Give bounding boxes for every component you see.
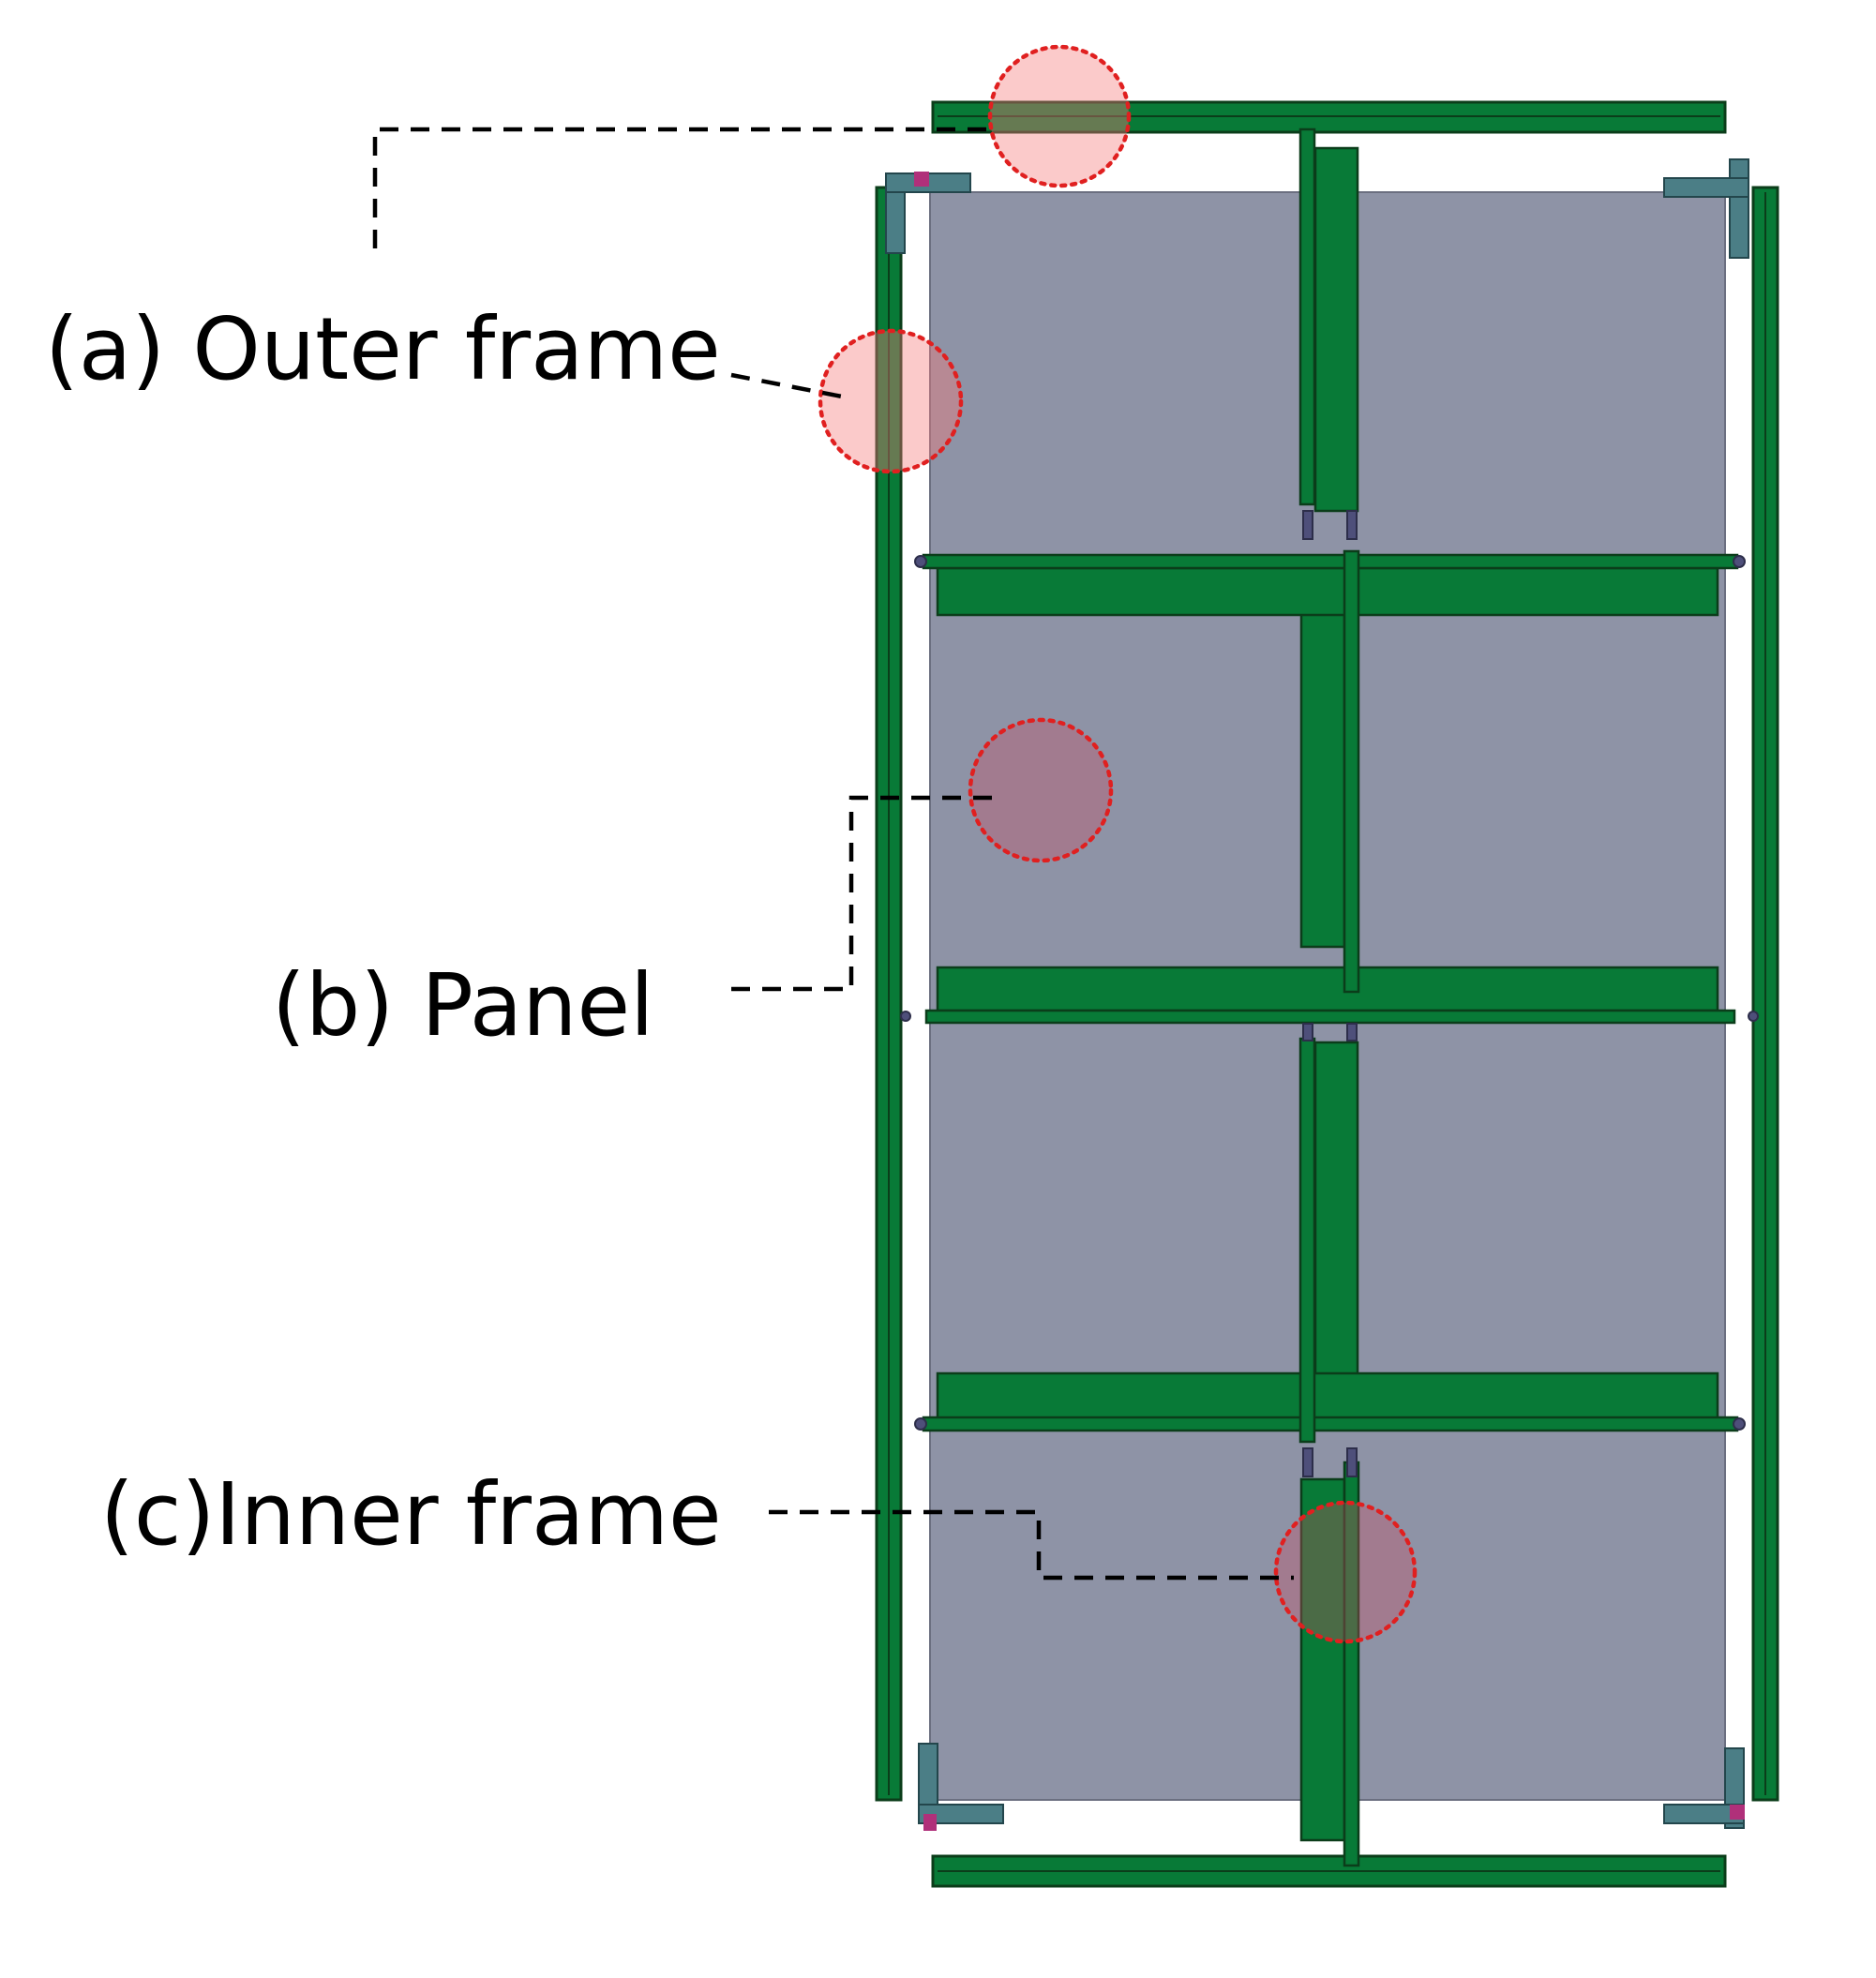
inner-frame-horizontal-strip-3 [936, 1371, 1719, 1420]
inner-frame-horizontal-rod-2 [924, 1009, 1736, 1025]
bracket-arm [1729, 158, 1749, 259]
inner-frame [900, 127, 1759, 1867]
bolt [1346, 1023, 1358, 1041]
inner-frame-vertical-rod-2 [1343, 549, 1360, 994]
bracket-arm [1663, 177, 1749, 198]
leader-line-panel [731, 795, 992, 992]
rod-end-cap [914, 1417, 927, 1431]
inner-frame-horizontal-strip-1 [936, 566, 1719, 617]
bracket-marker [923, 1814, 937, 1831]
highlight-circle-inner-frame [1273, 1500, 1418, 1644]
leader-line-inner-frame [769, 1509, 1294, 1581]
inner-frame-vertical-rod-3 [1298, 1037, 1316, 1444]
corner-bracket-top-right [1663, 158, 1749, 259]
bracket-marker [914, 172, 929, 187]
rod-end-cap [914, 555, 927, 568]
inner-frame-horizontal-rod-3 [922, 1416, 1739, 1432]
highlight-circle-outer-frame-top [987, 44, 1132, 188]
bolt [1346, 1447, 1358, 1477]
bolt [1346, 510, 1358, 540]
highlight-circle-outer-frame-left [818, 328, 964, 474]
inner-frame-vertical-strip-2 [1299, 593, 1346, 949]
rod-end-cap [1748, 1011, 1759, 1022]
inner-frame-vertical-strip-3 [1313, 1041, 1359, 1382]
bracket-marker [1730, 1805, 1745, 1820]
inner-frame-vertical-rod-1 [1298, 127, 1316, 506]
rod-end-cap [1733, 555, 1746, 568]
inner-frame-horizontal-strip-2 [936, 966, 1719, 1012]
bolt [1302, 1447, 1313, 1477]
bolt [1302, 510, 1313, 540]
label-inner-frame: (c)Inner frame [100, 1464, 722, 1565]
label-outer-frame: (a) Outer frame [45, 299, 721, 399]
leader-line-outer-frame-top [372, 127, 994, 248]
corner-bracket-bottom-left [918, 1743, 1004, 1831]
outer-frame [875, 100, 1779, 1888]
label-panel: (b) Panel [272, 955, 654, 1056]
bracket-arm [918, 1804, 1004, 1824]
corner-bracket-bottom-right [1663, 1747, 1745, 1829]
leader-line-outer-frame-left [730, 372, 843, 399]
corner-bracket-top-left [885, 172, 971, 254]
rod-end-cap [1733, 1417, 1746, 1431]
inner-frame-vertical-strip-1 [1313, 146, 1359, 513]
highlight-circle-panel [968, 717, 1114, 863]
inner-frame-horizontal-rod-1 [922, 553, 1739, 570]
bolt [1302, 1023, 1313, 1041]
rod-end-cap [900, 1011, 911, 1022]
